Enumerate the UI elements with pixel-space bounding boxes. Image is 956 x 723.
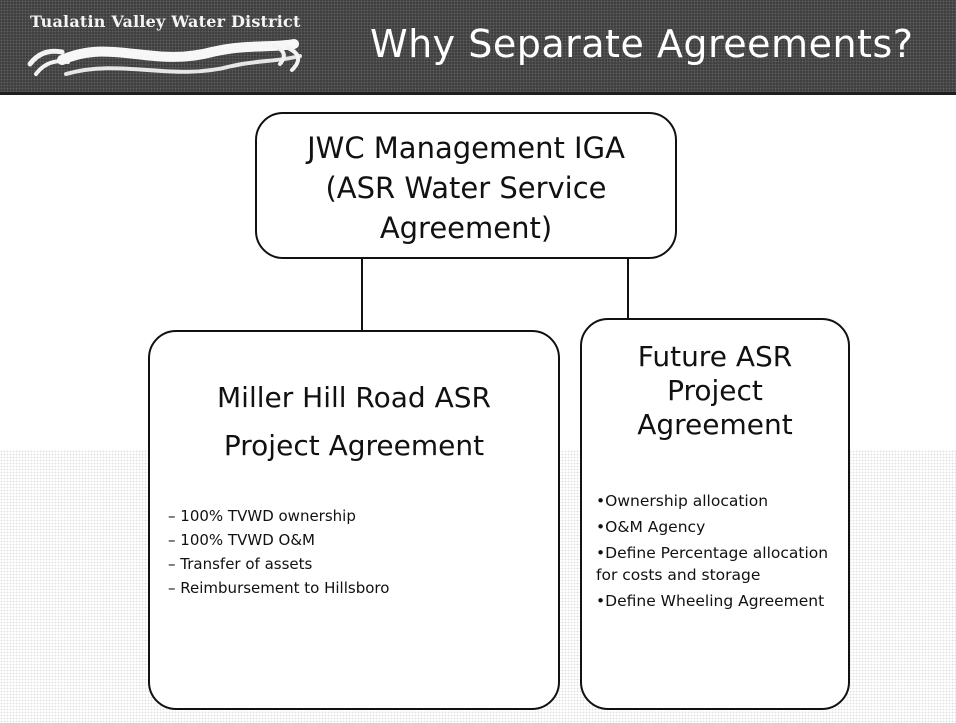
right-box-title: Future ASR Project Agreement	[582, 340, 848, 442]
district-name: Tualatin Valley Water District	[30, 12, 301, 31]
top-box-line: JWC Management IGA	[307, 131, 625, 165]
right-box-line: Future ASR	[637, 340, 793, 373]
left-box-list: 100% TVWD ownership 100% TVWD O&M Transf…	[168, 504, 389, 600]
miller-hill-road-asr-box: Miller Hill Road ASR Project Agreement 1…	[148, 330, 560, 710]
list-item: Define Percentage allocation for costs a…	[596, 542, 841, 586]
left-box-title: Miller Hill Road ASR Project Agreement	[150, 374, 558, 470]
future-asr-project-box: Future ASR Project Agreement Ownership a…	[580, 318, 850, 710]
list-item: Ownership allocation	[596, 490, 841, 512]
header-divider	[0, 92, 956, 95]
left-box-line: Project Agreement	[223, 429, 485, 462]
list-item: 100% TVWD ownership	[168, 504, 389, 528]
right-box-list: Ownership allocation O&M Agency Define P…	[596, 490, 841, 616]
list-item: Transfer of assets	[168, 552, 389, 576]
top-box-line: Agreement)	[379, 211, 553, 245]
right-box-line: Project	[667, 374, 763, 407]
list-item: 100% TVWD O&M	[168, 528, 389, 552]
top-box-line: (ASR Water Service	[325, 171, 607, 205]
top-box-title: JWC Management IGA (ASR Water Service Ag…	[257, 128, 675, 248]
slide-title: Why Separate Agreements?	[370, 22, 914, 66]
list-item: O&M Agency	[596, 516, 841, 538]
list-item: Define Wheeling Agreement	[596, 590, 841, 612]
header-bar: Tualatin Valley Water District Why Separ…	[0, 0, 956, 92]
jwc-management-iga-box: JWC Management IGA (ASR Water Service Ag…	[255, 112, 677, 259]
water-wave-logo-icon	[27, 39, 302, 76]
right-box-line: Agreement	[637, 408, 793, 441]
left-box-line: Miller Hill Road ASR	[217, 381, 491, 414]
list-item: Reimbursement to Hillsboro	[168, 576, 389, 600]
